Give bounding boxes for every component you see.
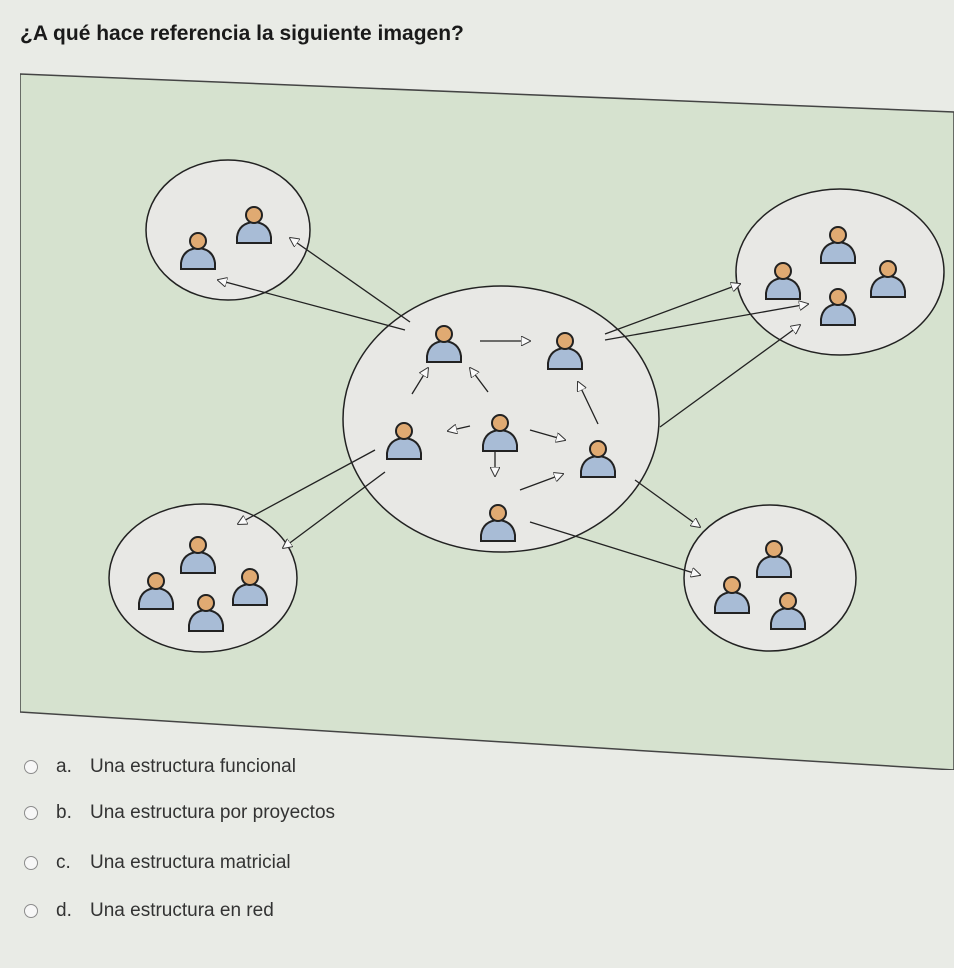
question-figure bbox=[19, 72, 954, 771]
option-text: Una estructura funcional bbox=[90, 756, 296, 777]
person-icon bbox=[236, 206, 272, 244]
option-letter: c. bbox=[56, 852, 71, 873]
network-diagram bbox=[19, 73, 954, 771]
option-letter: d. bbox=[56, 900, 72, 921]
person-icon bbox=[180, 232, 216, 270]
option-text: Una estructura por proyectos bbox=[90, 802, 336, 823]
person-icon bbox=[180, 536, 216, 574]
person-icon bbox=[714, 576, 750, 614]
connector-arrow bbox=[519, 474, 563, 491]
person-icon bbox=[820, 288, 856, 326]
connector-arrow bbox=[238, 449, 376, 524]
person-icon bbox=[386, 422, 422, 460]
option-c[interactable]: c. Una estructura matricial bbox=[24, 852, 291, 874]
connector-arrow bbox=[529, 521, 700, 575]
group-circle-bottom-left bbox=[108, 503, 298, 653]
connector-arrow bbox=[604, 304, 808, 341]
person-icon bbox=[870, 260, 906, 298]
group-circle-top-right bbox=[735, 188, 945, 356]
person-icon bbox=[547, 332, 583, 370]
option-letter: a. bbox=[56, 756, 72, 777]
connector-arrow bbox=[290, 238, 411, 323]
connector-arrow bbox=[578, 382, 599, 425]
option-b[interactable]: b. Una estructura por proyectos bbox=[24, 802, 335, 824]
question-text: ¿A qué hace referencia la siguiente imag… bbox=[20, 22, 464, 45]
person-icon bbox=[482, 414, 518, 452]
person-icon bbox=[188, 594, 224, 632]
group-circle-top-left bbox=[145, 159, 311, 301]
option-text: Una estructura en red bbox=[90, 900, 274, 921]
person-icon bbox=[232, 568, 268, 606]
option-d[interactable]: d. Una estructura en red bbox=[24, 900, 274, 922]
radio-button[interactable] bbox=[24, 856, 38, 870]
connector-arrow bbox=[283, 471, 386, 548]
person-icon bbox=[756, 540, 792, 578]
option-text: Una estructura matricial bbox=[90, 852, 291, 873]
person-icon bbox=[138, 572, 174, 610]
person-icon bbox=[770, 592, 806, 630]
person-icon bbox=[820, 226, 856, 264]
radio-button[interactable] bbox=[24, 760, 38, 774]
connector-arrow bbox=[470, 368, 489, 393]
connector-arrow bbox=[411, 368, 428, 395]
option-a[interactable]: a. Una estructura funcional bbox=[24, 756, 296, 778]
connector-arrow bbox=[218, 280, 406, 331]
connector-arrow bbox=[529, 429, 565, 440]
radio-button[interactable] bbox=[24, 904, 38, 918]
radio-button[interactable] bbox=[24, 806, 38, 820]
connector-arrow bbox=[448, 426, 471, 431]
person-icon bbox=[480, 504, 516, 542]
person-icon bbox=[765, 262, 801, 300]
connector-arrow bbox=[604, 284, 740, 335]
person-icon bbox=[426, 325, 462, 363]
connector-arrow bbox=[659, 325, 800, 428]
option-letter: b. bbox=[56, 802, 72, 823]
person-icon bbox=[580, 440, 616, 478]
connector-arrow bbox=[634, 479, 700, 527]
